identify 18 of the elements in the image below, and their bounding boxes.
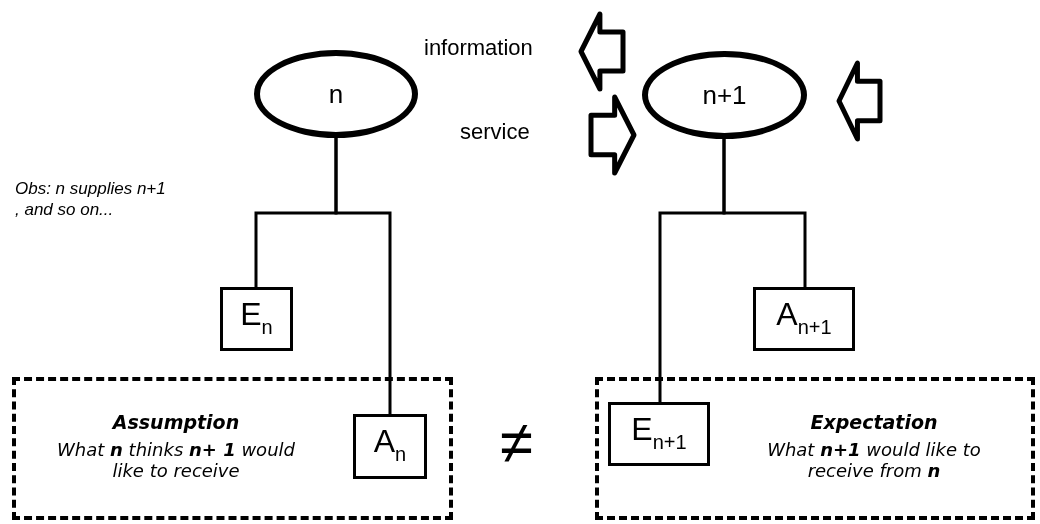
process-box: E$_{n+1}$ <box>608 402 710 466</box>
note-text: Obs: n supplies n+1 , and so on... <box>15 178 167 221</box>
ellipse-node: n <box>254 50 418 138</box>
ellipse-node: n+1 <box>642 51 807 139</box>
flow-label: service <box>460 118 530 146</box>
process-box: A$_{n+1}$ <box>753 287 855 351</box>
group-heading: Assumption <box>110 411 241 433</box>
not-equal-sign: ≠ <box>500 408 533 478</box>
connector-line <box>334 138 392 414</box>
group-heading: Expectation <box>809 411 939 433</box>
connector-line <box>722 139 807 287</box>
process-box: A$_{n}$ <box>353 414 427 479</box>
dashed-group-box <box>595 377 1035 520</box>
group-description: What n+1 would like to receive from n <box>766 439 982 481</box>
group-description: What n thinks n+ 1 would like to receive <box>56 439 296 481</box>
process-box: E$_{n}$ <box>220 287 293 351</box>
flow-label: information <box>424 34 533 62</box>
dashed-group-box <box>12 377 453 520</box>
